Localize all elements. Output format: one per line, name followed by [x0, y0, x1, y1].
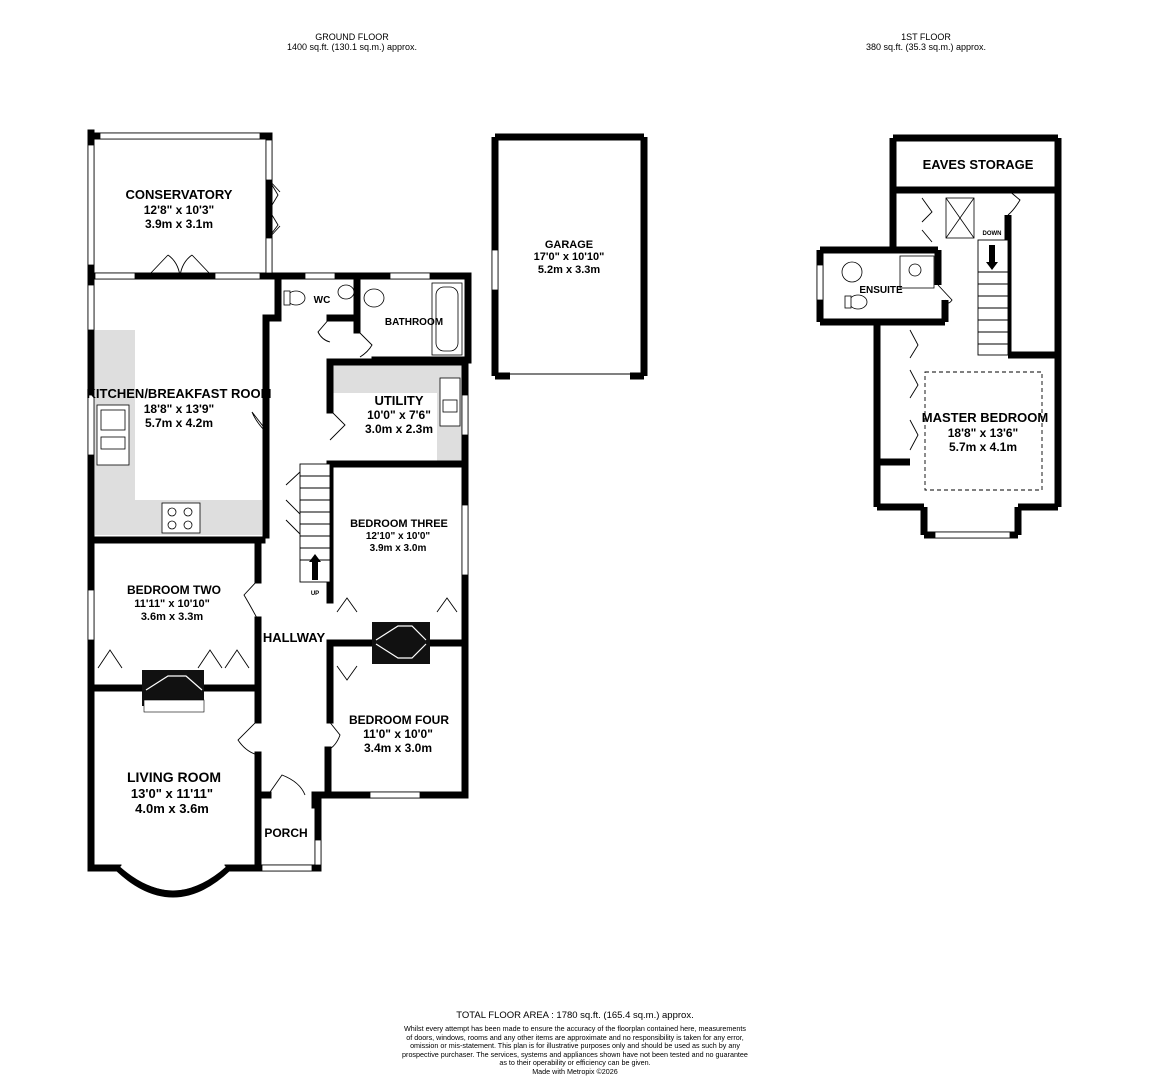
ground-floor-heading: GROUND FLOOR 1400 sq.ft. (130.1 sq.m.) a…: [252, 32, 452, 52]
first-floor-heading: 1ST FLOOR 380 sq.ft. (35.3 sq.m.) approx…: [826, 32, 1026, 52]
total-floor-area: TOTAL FLOOR AREA : 1780 sq.ft. (165.4 sq…: [456, 1010, 694, 1021]
kitchen-metric: 5.7m x 4.2m: [145, 416, 213, 430]
room-labels: CONSERVATORY 12'8" x 10'3" 3.9m x 3.1m K…: [87, 157, 1049, 840]
master-bedroom-imperial: 18'8" x 13'6": [948, 426, 1018, 440]
bedroom-three-imperial: 12'10" x 10'0": [366, 531, 431, 542]
bedroom-two-imperial: 11'11" x 10'10": [134, 598, 210, 610]
disclaimer-line: as to their operability or efficiency ca…: [499, 1058, 651, 1068]
windows: [87, 132, 469, 872]
living-room-metric: 4.0m x 3.6m: [135, 801, 209, 816]
hob: [161, 502, 201, 534]
living-room-name: LIVING ROOM: [127, 769, 221, 785]
bay-window: [115, 865, 231, 898]
kitchen-imperial: 18'8" x 13'9": [144, 402, 214, 416]
bathroom-basin: [363, 288, 385, 308]
porch-name: PORCH: [264, 826, 307, 840]
disclaimer-line: prospective purchaser. The services, sys…: [402, 1049, 748, 1059]
bedroom-two-metric: 3.6m x 3.3m: [141, 611, 204, 623]
metropix-credit: Made with Metropix ©2026: [532, 1066, 618, 1076]
fixtures: [96, 282, 463, 534]
conservatory-imperial: 12'8" x 10'3": [144, 203, 214, 217]
first-floor-walls: [816, 134, 1062, 539]
utility-name: UTILITY: [374, 393, 423, 408]
ensuite-name: ENSUITE: [859, 285, 903, 296]
ground-floor-title: GROUND FLOOR: [315, 32, 389, 42]
stairs-up-label: UP: [311, 591, 319, 597]
stairs-down-label: DOWN: [983, 231, 1002, 237]
garage-metric: 5.2m x 3.3m: [538, 264, 601, 276]
restricted-headroom-outline: [924, 371, 1043, 491]
master-bedroom-metric: 5.7m x 4.1m: [949, 440, 1017, 454]
stairs-up-arrow: [309, 554, 321, 580]
bedroom-three-name: BEDROOM THREE: [350, 518, 448, 530]
eaves-storage-name: EAVES STORAGE: [923, 157, 1034, 172]
disclaimer-line: omission or mis-statement. This plan is …: [410, 1041, 740, 1051]
disclaimer: Whilst every attempt has been made to en…: [330, 1024, 820, 1077]
bedroom-four-name: BEDROOM FOUR: [349, 713, 449, 727]
disclaimer-line: Whilst every attempt has been made to en…: [404, 1024, 746, 1033]
garage-imperial: 17'0" x 10'10": [534, 251, 605, 263]
kitchen-name: KITCHEN/BREAKFAST ROOM: [87, 386, 272, 401]
hallway-name: HALLWAY: [263, 630, 326, 645]
wc-name: WC: [314, 295, 331, 306]
ensuite-fixtures: [841, 197, 975, 310]
bedroom-two-name: BEDROOM TWO: [127, 583, 221, 597]
staircase-ground: [285, 463, 331, 583]
conservatory-name: CONSERVATORY: [126, 187, 233, 202]
master-bedroom-name: MASTER BEDROOM: [922, 410, 1048, 425]
ensuite-toilet: [848, 294, 868, 310]
stairs-down-arrow: [986, 245, 998, 270]
disclaimer-line: of doors, windows, rooms and any other i…: [406, 1032, 744, 1042]
first-floor-area: 380 sq.ft. (35.3 sq.m.) approx.: [865, 42, 987, 52]
fireplace-bedroom-three-four: [372, 622, 430, 664]
bedroom-three-metric: 3.9m x 3.0m: [370, 543, 427, 554]
bedroom-four-imperial: 11'0" x 10'0": [363, 727, 433, 741]
conservatory-metric: 3.9m x 3.1m: [145, 217, 213, 231]
floor-plan: CONSERVATORY 12'8" x 10'3" 3.9m x 3.1m K…: [87, 129, 1062, 898]
ground-floor-area: 1400 sq.ft. (130.1 sq.m.) approx.: [286, 42, 418, 52]
bedroom-four-metric: 3.4m x 3.0m: [364, 741, 432, 755]
utility-imperial: 10'0" x 7'6": [367, 408, 431, 422]
utility-metric: 3.0m x 2.3m: [365, 422, 433, 436]
doors: [97, 179, 458, 796]
garage-name: GARAGE: [545, 239, 593, 251]
bathroom-name: BATHROOM: [385, 317, 443, 328]
ensuite-basin: [841, 261, 863, 283]
living-room-imperial: 13'0" x 11'11": [131, 786, 213, 801]
first-floor-title: 1ST FLOOR: [901, 32, 951, 42]
